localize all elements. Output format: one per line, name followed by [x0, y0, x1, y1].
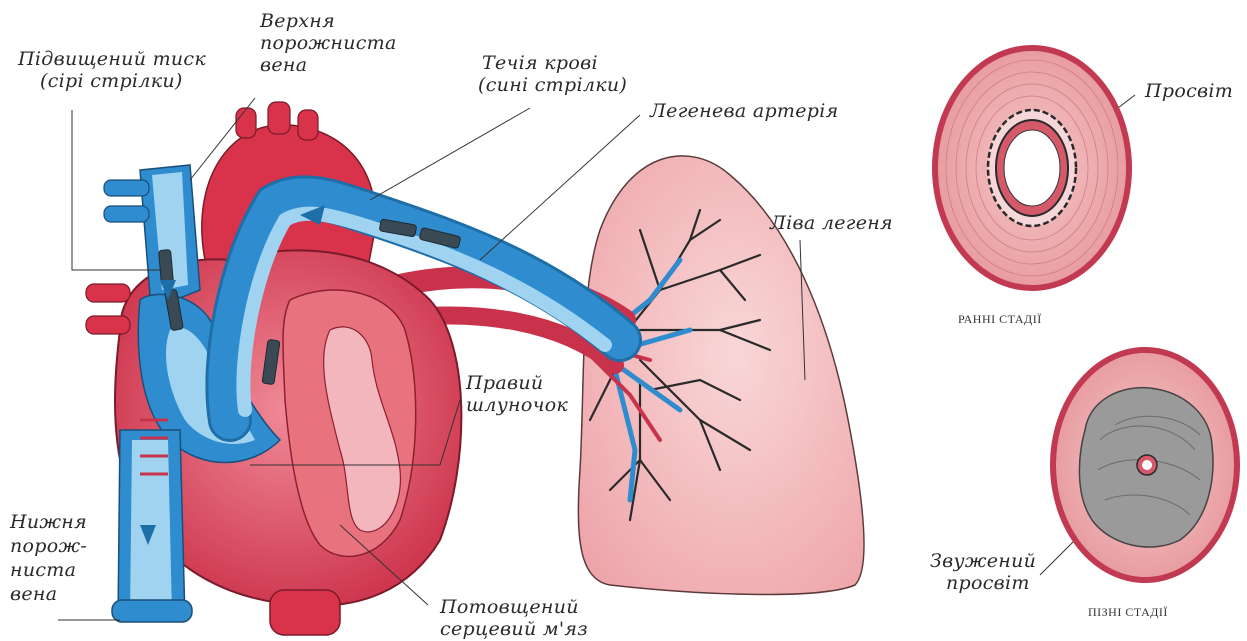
- label-high-pressure-line1: Підвищений тиск: [18, 48, 206, 70]
- caption-late-stage: ПІЗНІ СТАДІЇ: [1088, 605, 1168, 620]
- label-ivc-line1: Нижня: [10, 510, 87, 534]
- label-blood-flow: Течія крові (сині стрілки): [478, 52, 627, 96]
- label-left-lung: Ліва легеня: [770, 212, 893, 234]
- caption-early-stage: РАННІ СТАДІЇ: [958, 312, 1042, 327]
- label-narrowed-lumen-line1: Звужений: [930, 550, 1036, 572]
- label-svc-line2: порожниста: [260, 32, 397, 54]
- label-lumen: Просвіт: [1145, 80, 1233, 102]
- label-right-ventricle: Правий шлуночок: [466, 372, 568, 416]
- label-right-ventricle-line1: Правий: [466, 372, 568, 394]
- label-svc-line1: Верхня: [260, 10, 397, 32]
- late-stage-artery: [1050, 347, 1240, 583]
- label-high-pressure: Підвищений тиск (сірі стрілки): [18, 48, 206, 92]
- label-ivc-line3: ниста: [10, 558, 87, 582]
- label-ivc-line4: вена: [10, 582, 87, 606]
- label-ivc-line2: порож-: [10, 534, 87, 558]
- label-high-pressure-line2: (сірі стрілки): [18, 70, 206, 92]
- label-thickened-muscle-line2: серцевий м'яз: [440, 618, 588, 640]
- early-stage-artery: [932, 45, 1132, 291]
- label-thickened-muscle-line1: Потовщений: [440, 596, 588, 618]
- label-narrowed-lumen-line2: просвіт: [930, 572, 1036, 594]
- label-narrowed-lumen: Звужений просвіт: [930, 550, 1036, 594]
- label-right-ventricle-line2: шлуночок: [466, 394, 568, 416]
- label-superior-vena-cava: Верхня порожниста вена: [260, 10, 397, 76]
- label-svc-line3: вена: [260, 54, 397, 76]
- label-inferior-vena-cava: Нижня порож- ниста вена: [10, 510, 87, 606]
- label-blood-flow-line2: (сині стрілки): [478, 74, 627, 96]
- label-pulmonary-artery: Легенева артерія: [650, 100, 839, 122]
- label-thickened-muscle: Потовщений серцевий м'яз: [440, 596, 588, 640]
- label-blood-flow-line1: Течія крові: [478, 52, 627, 74]
